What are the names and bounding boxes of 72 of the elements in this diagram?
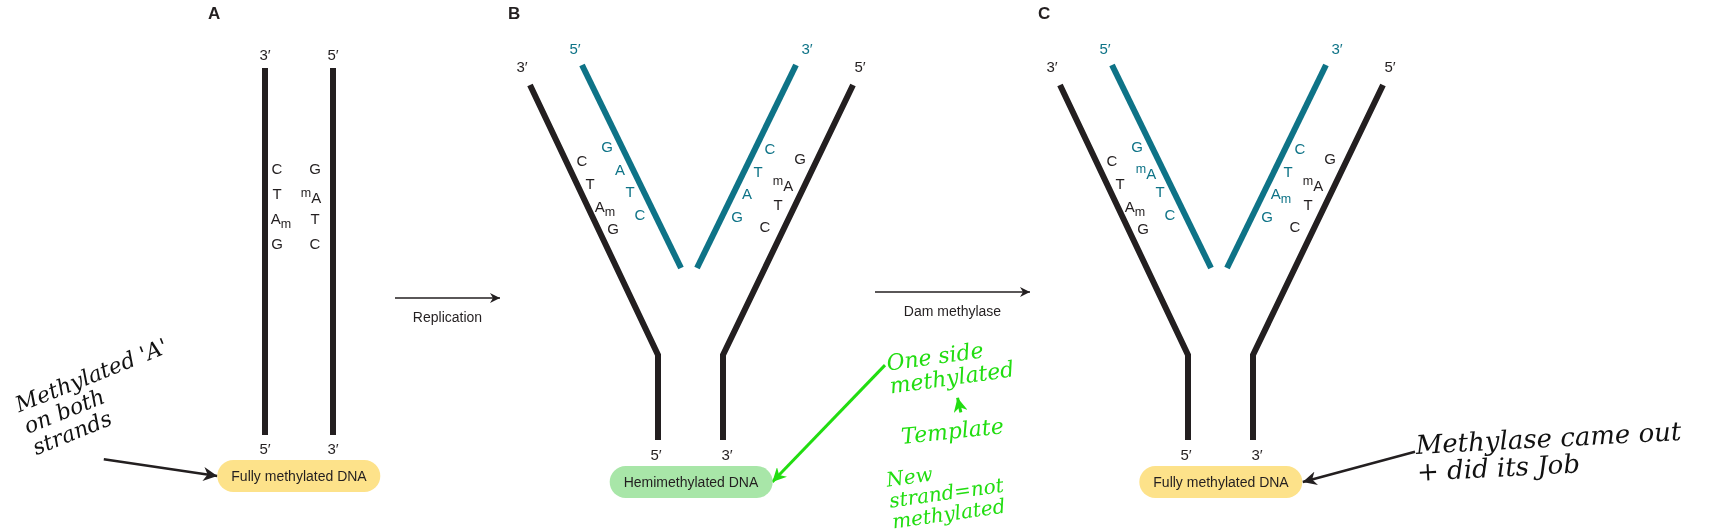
strand-end-label: 5′ bbox=[259, 440, 271, 457]
base-letter: G bbox=[1324, 150, 1336, 167]
panel-letter: B bbox=[508, 4, 521, 24]
base-letter: T bbox=[1115, 175, 1125, 192]
strand-end-label: 5′ bbox=[1099, 40, 1111, 57]
base-letter: C bbox=[309, 235, 321, 252]
base-letter: C bbox=[1106, 152, 1118, 169]
handwritten-note: Methylase came out + did its Job bbox=[1415, 417, 1703, 487]
strand-end-label: 5′ bbox=[650, 446, 662, 463]
base-letter: $^{m}$A bbox=[1302, 173, 1324, 194]
base-letter: A bbox=[742, 185, 752, 202]
base-letter: C bbox=[1294, 140, 1306, 157]
strand-end-label: 5′ bbox=[854, 58, 866, 75]
base-letter: C bbox=[759, 218, 771, 235]
base-letter: G bbox=[1261, 208, 1273, 225]
arrow bbox=[103, 458, 218, 481]
base-letter: A$_{m}$ bbox=[1270, 185, 1292, 208]
strand-end-label: 3′ bbox=[259, 46, 271, 63]
arrow bbox=[394, 293, 501, 303]
strand-end-label: 3′ bbox=[516, 58, 528, 75]
base-letter: T bbox=[272, 185, 282, 202]
strand-end-label: 5′ bbox=[569, 40, 581, 57]
base-letter: A$_{m}$ bbox=[270, 210, 292, 233]
strand-end-label: 3′ bbox=[1046, 58, 1058, 75]
handwritten-note: One side methylated bbox=[885, 332, 1031, 398]
base-letter: C bbox=[634, 206, 646, 223]
base-letter: C bbox=[1164, 206, 1176, 223]
base-letter: C bbox=[764, 140, 776, 157]
base-letter: T bbox=[310, 210, 320, 227]
base-letter: T bbox=[625, 183, 635, 200]
base-letter: T bbox=[585, 175, 595, 192]
panel-letter: A bbox=[208, 4, 221, 24]
base-letter: T bbox=[1303, 196, 1313, 213]
base-letter: A bbox=[615, 161, 625, 178]
base-letter: G bbox=[607, 220, 619, 237]
handwritten-note: Template bbox=[900, 412, 1022, 448]
strand-end-label: 3′ bbox=[721, 446, 733, 463]
base-letter: T bbox=[773, 196, 783, 213]
base-letter: T bbox=[753, 163, 763, 180]
strand-end-label: 5′ bbox=[1384, 58, 1396, 75]
base-letter: G bbox=[731, 208, 743, 225]
base-letter: $^{m}$A bbox=[772, 173, 794, 194]
strand-end-label: 3′ bbox=[1331, 40, 1343, 57]
base-letter: C bbox=[576, 152, 588, 169]
strand-end-label: 3′ bbox=[1251, 446, 1263, 463]
strand-end-label: 3′ bbox=[801, 40, 813, 57]
highlighted-label: Fully methylated DNA bbox=[1139, 466, 1303, 498]
base-letter: C bbox=[271, 160, 283, 177]
base-letter: T bbox=[1155, 183, 1165, 200]
base-letter: G bbox=[601, 138, 613, 155]
base-letter: C bbox=[1289, 218, 1301, 235]
base-letter: $^{m}$A bbox=[1135, 161, 1157, 182]
panel-letter: C bbox=[1038, 4, 1051, 24]
strand-end-label: 5′ bbox=[1180, 446, 1192, 463]
base-letter: G bbox=[794, 150, 806, 167]
strand-end-label: 5′ bbox=[327, 46, 339, 63]
base-letter: A$_{m}$ bbox=[594, 198, 616, 221]
base-letter: G bbox=[309, 160, 321, 177]
handwritten-note: New strand=not methylated bbox=[885, 449, 1038, 532]
base-letter: A$_{m}$ bbox=[1124, 198, 1146, 221]
strand-end-label: 3′ bbox=[327, 440, 339, 457]
arrow bbox=[874, 287, 1031, 297]
arrow bbox=[953, 397, 968, 413]
base-letter: $^{m}$A bbox=[300, 185, 322, 206]
highlighted-label: Hemimethylated DNA bbox=[609, 466, 773, 498]
base-letter: G bbox=[1131, 138, 1143, 155]
base-letter: G bbox=[1137, 220, 1149, 237]
base-letter: G bbox=[271, 235, 283, 252]
highlighted-label: Fully methylated DNA bbox=[217, 460, 381, 492]
arrow bbox=[1302, 450, 1416, 486]
base-letter: T bbox=[1283, 163, 1293, 180]
arrow bbox=[771, 364, 887, 484]
